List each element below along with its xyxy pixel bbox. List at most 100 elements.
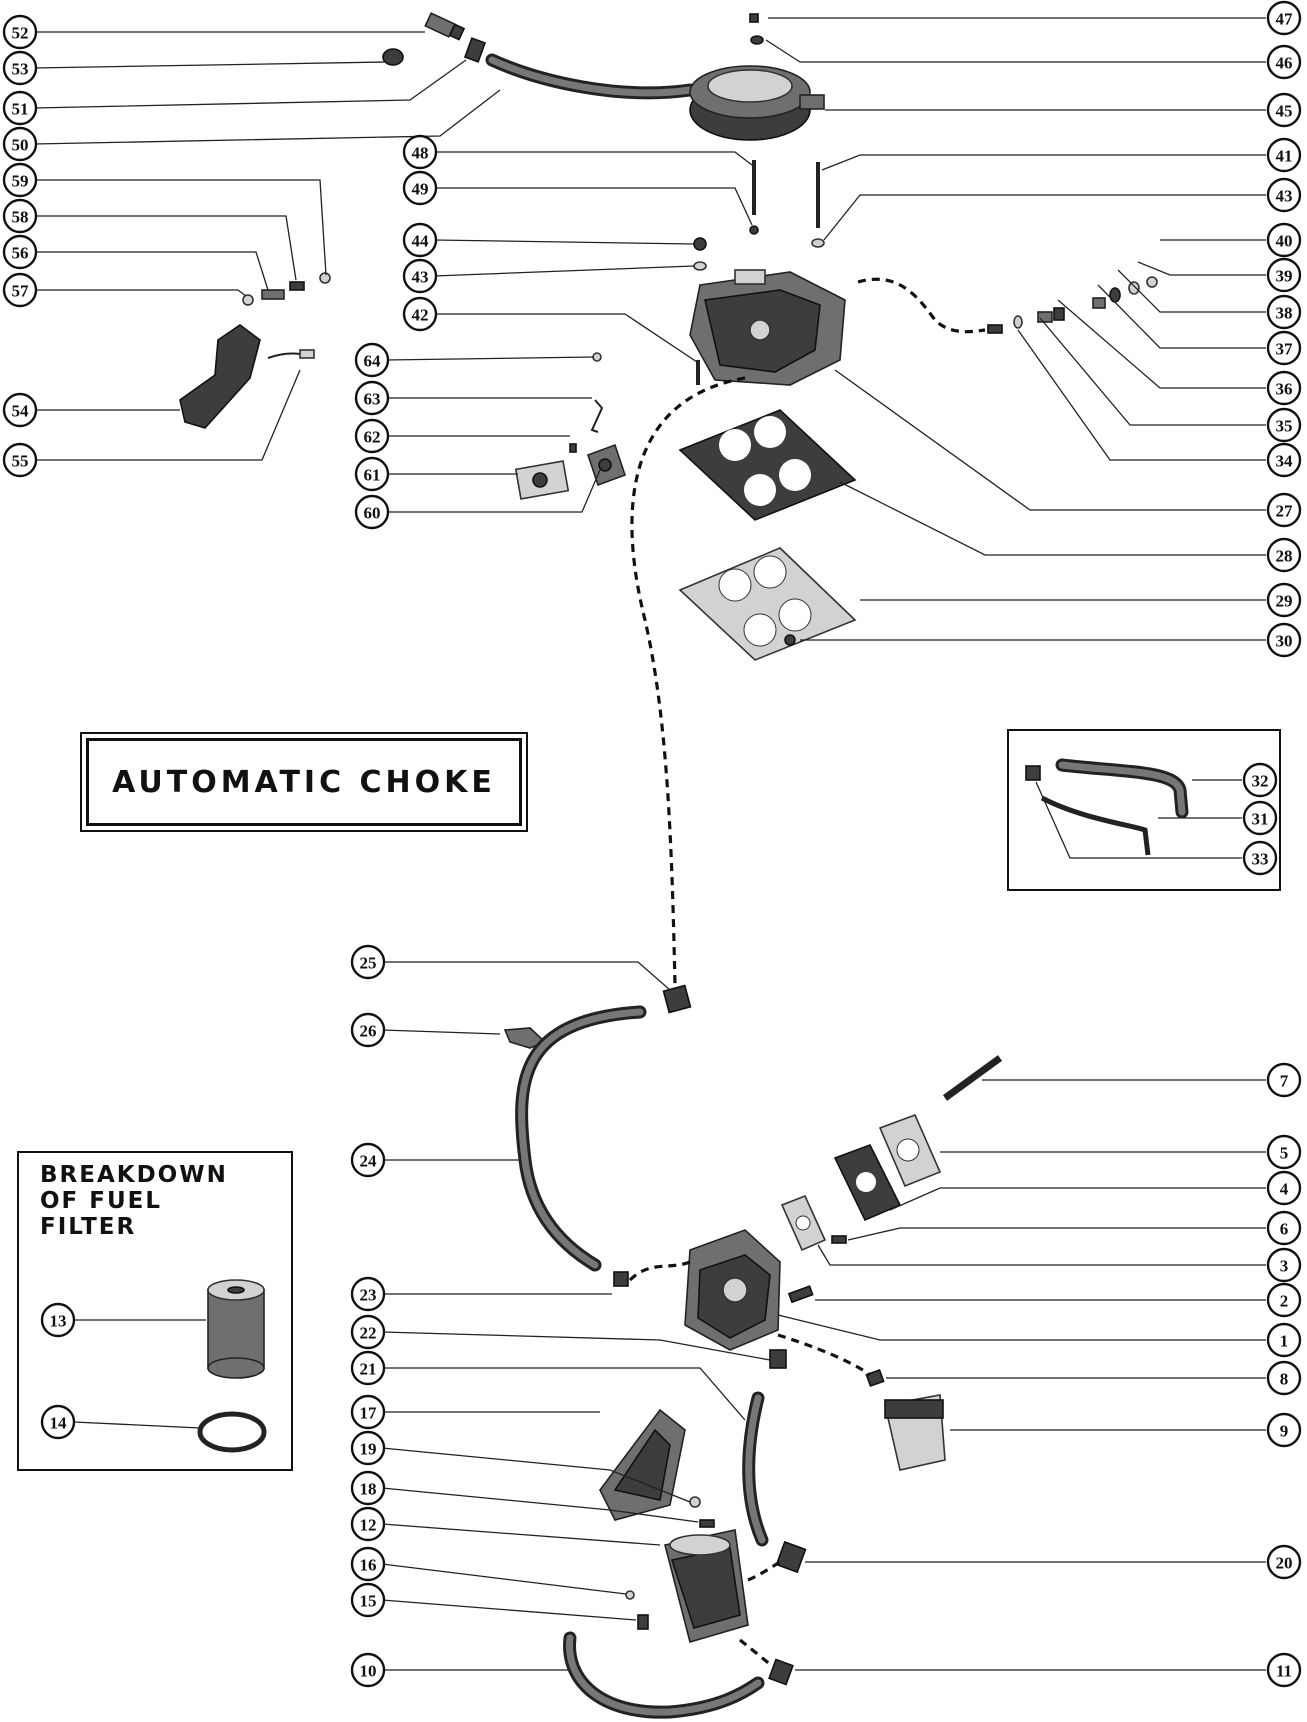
callout-41: 41 [1266, 137, 1302, 173]
callout-4: 4 [1266, 1170, 1302, 1206]
callout-number: 12 [360, 1516, 377, 1535]
callout-circle [350, 1012, 386, 1048]
part-25-fitting [662, 984, 692, 1014]
leader-lines [33, 17, 1266, 1671]
callout-circle [1266, 222, 1302, 258]
part-62-screw [569, 443, 577, 453]
part-illustrations [179, 12, 1189, 1719]
callout-2: 2 [1266, 1282, 1302, 1318]
part-39-nut [1128, 281, 1140, 295]
part-50-hose [485, 53, 697, 100]
callout-number: 39 [1276, 267, 1293, 286]
callout-number: 43 [412, 268, 429, 287]
callout-circle [1266, 1134, 1302, 1170]
callout-40: 40 [1266, 222, 1302, 258]
fuel-filter-breakdown-title: BREAKDOWN OF FUEL FILTER [40, 1162, 280, 1240]
callout-circle [350, 1394, 386, 1430]
callout-circle [1266, 177, 1302, 213]
callout-circle [1266, 1247, 1302, 1283]
callout-number: 44 [412, 232, 430, 251]
part-64-clip [592, 352, 602, 362]
callout-circle [402, 222, 438, 258]
callout-51: 51 [2, 90, 38, 126]
callout-circle [2, 234, 38, 270]
callout-number: 5 [1280, 1144, 1289, 1163]
part-6-screw [831, 1235, 847, 1244]
callout-number: 22 [360, 1324, 377, 1343]
callout-24: 24 [350, 1142, 386, 1178]
callout-number: 37 [1276, 340, 1294, 359]
callout-circle [2, 50, 38, 86]
callout-28: 28 [1266, 537, 1302, 573]
callout-number: 4 [1280, 1180, 1289, 1199]
callout-number: 32 [1252, 772, 1269, 791]
callout-circle [2, 198, 38, 234]
callout-16: 16 [350, 1546, 386, 1582]
part-2-screw [787, 1285, 814, 1304]
callout-number: 54 [12, 402, 30, 421]
callout-circle [1266, 492, 1302, 528]
callout-circle [1242, 840, 1278, 876]
callout-3: 3 [1266, 1247, 1302, 1283]
part-37-bushing [1092, 297, 1106, 309]
callout-62: 62 [354, 418, 390, 454]
callout-52: 52 [2, 14, 38, 50]
callout-circle [40, 1404, 76, 1440]
callout-circle [1266, 1322, 1302, 1358]
callout-number: 56 [12, 244, 29, 263]
callout-circle [1266, 1210, 1302, 1246]
callout-number: 43 [1276, 187, 1293, 206]
callout-14: 14 [40, 1404, 76, 1440]
part-9-sediment-bowl [884, 1394, 946, 1471]
callout-number: 61 [364, 466, 381, 485]
callout-number: 19 [360, 1440, 377, 1459]
callout-number: 9 [1280, 1422, 1289, 1441]
filter-title-line-2: OF FUEL [40, 1188, 163, 1214]
callout-number: 31 [1252, 810, 1269, 829]
callout-39: 39 [1266, 257, 1302, 293]
callout-circle [1266, 92, 1302, 128]
callout-circle [1266, 1062, 1302, 1098]
callout-number: 41 [1276, 147, 1293, 166]
part-43-washer-upper [811, 238, 825, 248]
callout-number: 1 [1280, 1332, 1289, 1351]
callout-48: 48 [402, 134, 438, 170]
callout-circle [350, 1276, 386, 1312]
callout-circle [2, 162, 38, 198]
callout-circle [1266, 1360, 1302, 1396]
callout-45: 45 [1266, 92, 1302, 128]
callout-58: 58 [2, 198, 38, 234]
callout-circle [2, 14, 38, 50]
part-43-washer-lower [693, 261, 707, 271]
callout-number: 42 [412, 306, 429, 325]
part-35-washer [1013, 315, 1023, 329]
part-40-ring [1146, 276, 1158, 288]
callout-19: 19 [350, 1430, 386, 1466]
part-55-rod [267, 349, 315, 359]
callout-circle [40, 1302, 76, 1338]
part-14-o-ring [197, 1411, 267, 1453]
part-21-hose [742, 1391, 769, 1547]
callout-21: 21 [350, 1350, 386, 1386]
callout-circle [2, 90, 38, 126]
callout-63: 63 [354, 380, 390, 416]
callout-number: 15 [360, 1592, 377, 1611]
callout-43a: 43 [1266, 177, 1302, 213]
callout-circle [350, 1506, 386, 1542]
callout-circle [1266, 0, 1302, 36]
callout-number: 45 [1276, 102, 1293, 121]
callout-circle [350, 1430, 386, 1466]
callout-circle [1266, 1170, 1302, 1206]
callout-33: 33 [1242, 840, 1278, 876]
callout-circle [2, 442, 38, 478]
callout-circle [350, 1546, 386, 1582]
callout-circle [1266, 330, 1302, 366]
callout-circle [2, 272, 38, 308]
callout-64: 64 [354, 342, 390, 378]
part-5-gasket [878, 1113, 942, 1188]
part-56-screw [261, 289, 285, 300]
callout-number: 51 [12, 100, 29, 119]
callout-number: 58 [12, 208, 29, 227]
callout-circle [1266, 1652, 1302, 1688]
callout-27: 27 [1266, 492, 1302, 528]
